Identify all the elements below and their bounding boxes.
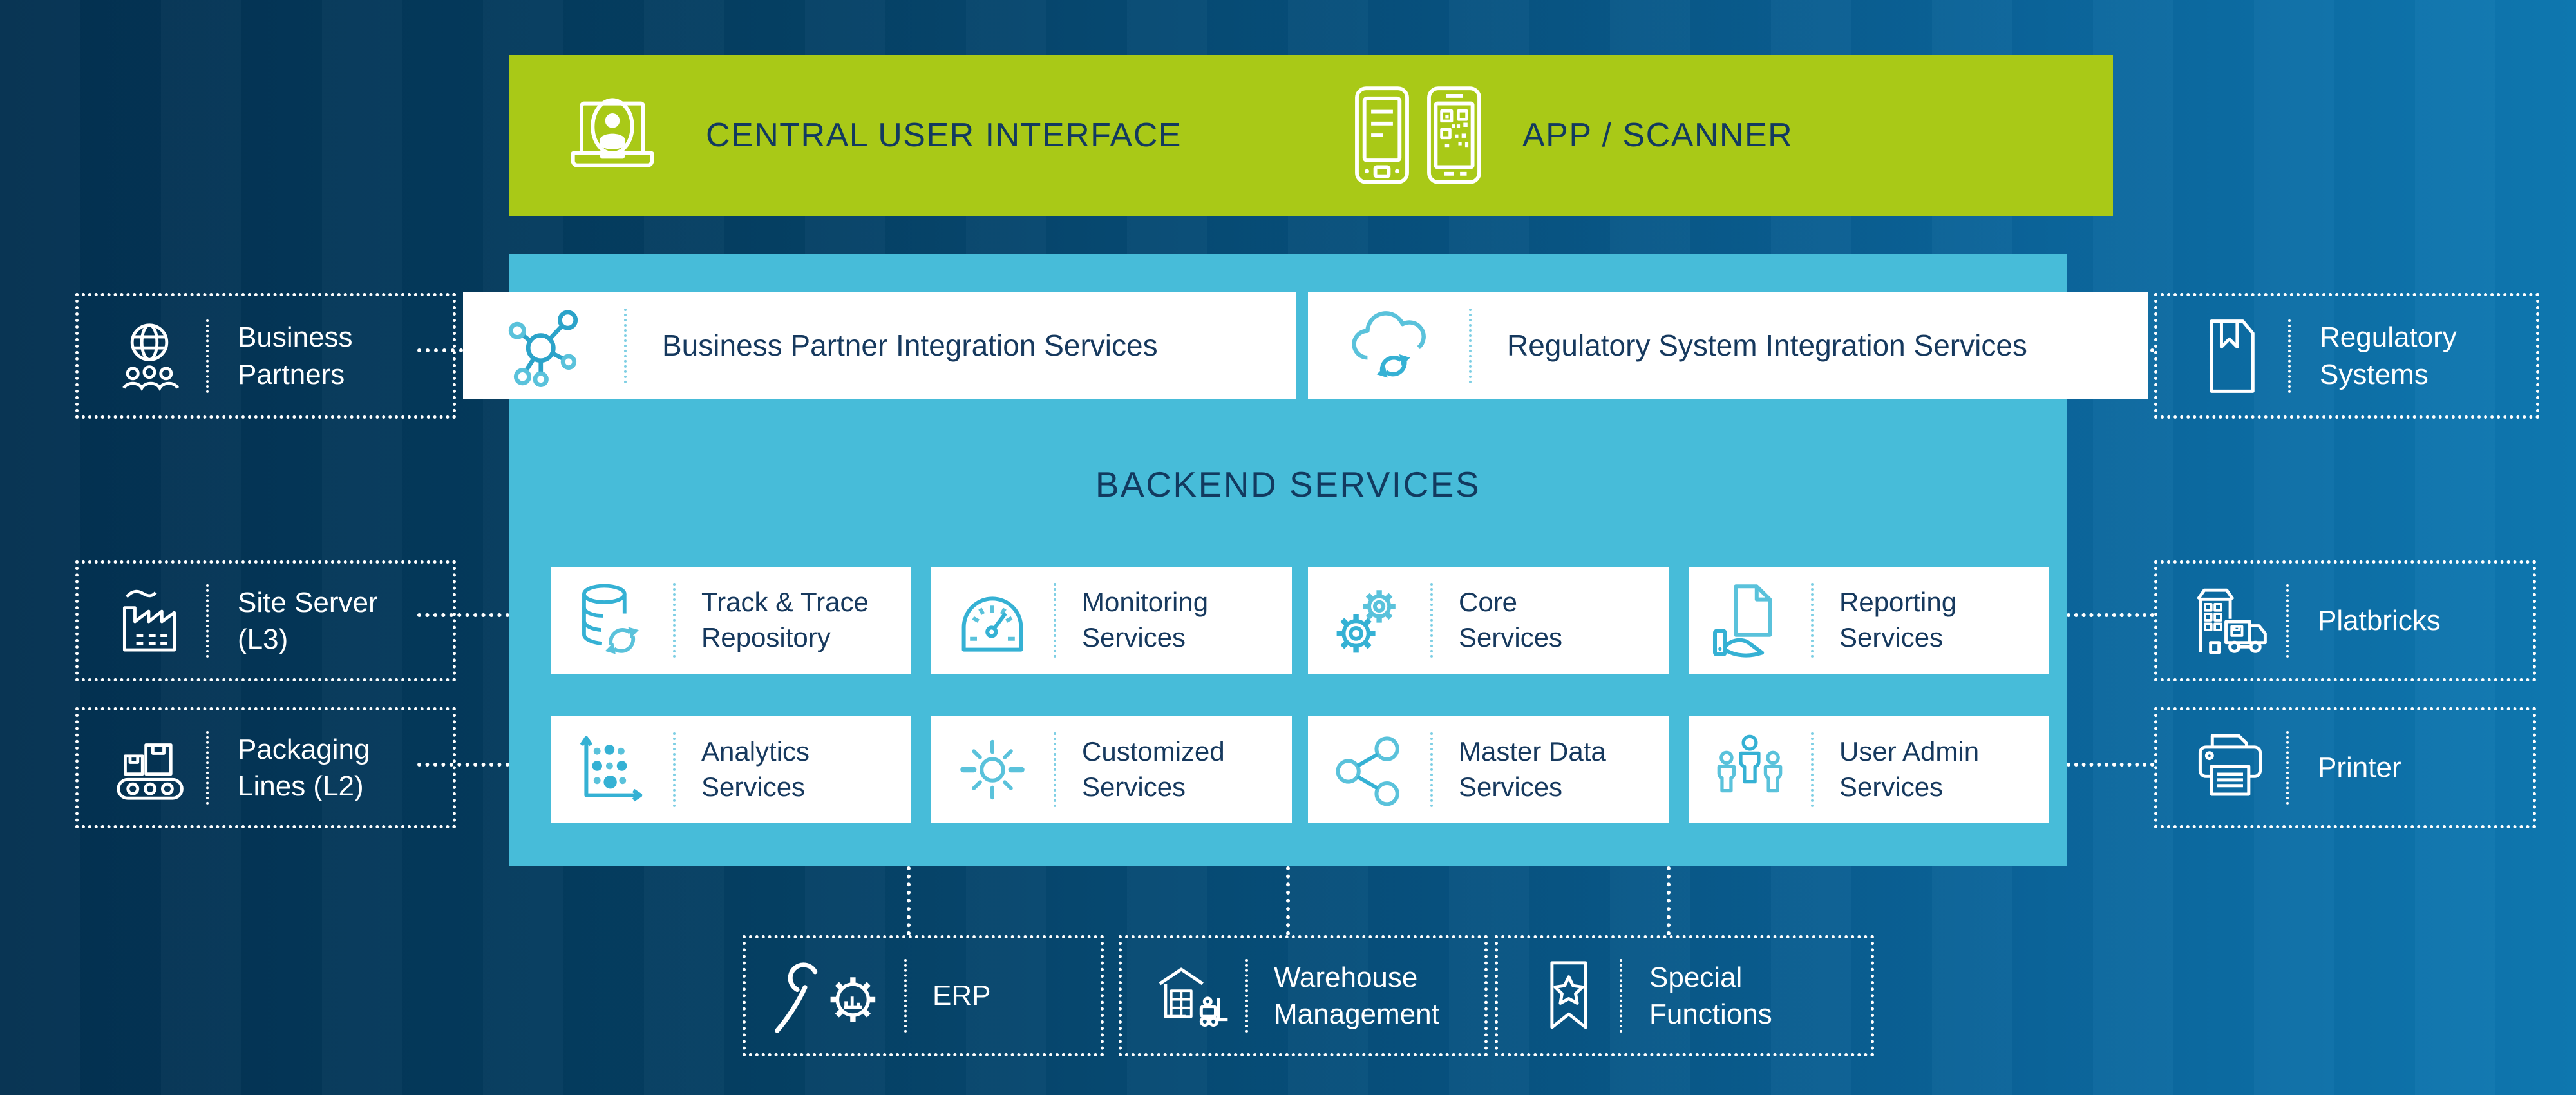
card-label: Customized Services <box>1082 736 1225 802</box>
site-server-box: Site Server (L3) <box>75 560 456 681</box>
warehouse-forklift-icon <box>1148 957 1231 1035</box>
regulatory-integration-card: Regulatory System Integration Services <box>1308 292 2148 399</box>
dotted-divider <box>1811 583 1814 658</box>
card-label: Reporting Services <box>1839 587 1957 652</box>
card-label: Business Partner Integration Services <box>662 328 1158 363</box>
platbricks-box: Platbricks <box>2154 560 2536 681</box>
banner-label: CENTRAL USER INTERFACE <box>706 117 1182 154</box>
box-label: Platbricks <box>2318 605 2441 637</box>
customized-services-card: Customized Services <box>931 716 1292 823</box>
connector-special-functions <box>1667 866 1671 935</box>
handheld-scanner-icon <box>1352 85 1412 186</box>
box-label: Special Functions <box>1649 961 1772 1030</box>
central-user-interface-banner: CENTRAL USER INTERFACE <box>509 55 1320 216</box>
connector-warehouse-management <box>1286 866 1290 935</box>
scatter-chart-icon <box>570 731 654 808</box>
box-label: Regulatory Systems <box>2320 321 2457 390</box>
dotted-divider <box>206 731 209 805</box>
globe-users-icon <box>111 318 188 394</box>
smartphone-qr-icon <box>1425 85 1484 186</box>
gauge-icon <box>951 582 1034 659</box>
box-label: Warehouse Management <box>1274 961 1439 1030</box>
packaging-lines-box: Packaging Lines (L2) <box>75 707 456 828</box>
cloud-sync-icon <box>1337 304 1443 388</box>
business-partner-integration-card: Business Partner Integration Services <box>463 292 1296 399</box>
sun-icon <box>951 731 1034 808</box>
dotted-divider <box>206 584 209 658</box>
conveyor-icon <box>111 730 188 806</box>
dotted-divider <box>2288 319 2291 393</box>
dotted-divider <box>1469 309 1472 383</box>
connector-business-partners <box>417 348 463 352</box>
monitoring-services-card: Monitoring Services <box>931 567 1292 674</box>
ribbon-star-icon <box>1533 956 1604 1036</box>
dotted-divider <box>673 732 676 807</box>
laptop-user-icon <box>561 87 664 184</box>
building-truck-icon <box>2190 582 2270 660</box>
box-label: Business Partners <box>238 321 353 390</box>
master-data-services-card: Master Data Services <box>1308 716 1669 823</box>
core-services-card: Core Services <box>1308 567 1669 674</box>
dotted-divider <box>904 959 907 1033</box>
dotted-divider <box>206 319 209 393</box>
connector-site-server <box>417 613 509 617</box>
dotted-divider <box>1245 959 1248 1033</box>
regulatory-systems-box: Regulatory Systems <box>2154 293 2539 419</box>
card-label: Regulatory System Integration Services <box>1507 328 2027 363</box>
erp-box: ERP <box>743 935 1104 1056</box>
analytics-services-card: Analytics Services <box>551 716 911 823</box>
box-label: Printer <box>2318 752 2401 784</box>
dotted-divider <box>2286 584 2289 658</box>
dotted-divider <box>624 309 627 383</box>
connector-erp <box>907 866 911 935</box>
box-label: Packaging Lines (L2) <box>238 733 370 802</box>
connector-platbricks <box>2067 613 2154 617</box>
connector-printer <box>2067 763 2154 766</box>
banner-label: APP / SCANNER <box>1522 117 1794 154</box>
dotted-divider <box>1054 732 1056 807</box>
dotted-divider <box>1430 583 1433 658</box>
network-nodes-icon <box>492 303 598 390</box>
dotted-divider <box>2286 731 2289 805</box>
card-label: Analytics Services <box>701 736 810 802</box>
dotted-divider <box>1811 732 1814 807</box>
wrench-gear-icon <box>764 953 893 1038</box>
warehouse-management-box: Warehouse Management <box>1119 935 1488 1056</box>
gears-icon <box>1327 582 1411 659</box>
box-label: ERP <box>933 980 991 1012</box>
database-sync-icon <box>570 579 654 662</box>
card-label: User Admin Services <box>1839 736 1980 802</box>
box-label: Site Server (L3) <box>238 586 378 655</box>
card-label: Master Data Services <box>1459 736 1606 802</box>
document-bookmark-icon <box>2193 317 2270 395</box>
dotted-divider <box>1430 732 1433 807</box>
document-hand-icon <box>1708 582 1792 659</box>
card-label: Core Services <box>1459 587 1563 652</box>
connector-packaging-lines <box>417 763 509 766</box>
dotted-divider <box>1054 583 1056 658</box>
printer-box: Printer <box>2154 707 2536 828</box>
share-nodes-icon <box>1327 731 1411 808</box>
card-label: Track & Trace Repository <box>701 587 869 652</box>
printer-icon <box>2190 728 2270 807</box>
dotted-divider <box>1620 959 1622 1033</box>
app-scanner-banner: APP / SCANNER <box>1306 55 2113 216</box>
users-group-icon <box>1708 732 1792 808</box>
factory-icon <box>111 583 188 659</box>
business-partners-box: Business Partners <box>75 293 456 419</box>
card-label: Monitoring Services <box>1082 587 1209 652</box>
special-functions-box: Special Functions <box>1495 935 1874 1056</box>
reporting-services-card: Reporting Services <box>1689 567 2049 674</box>
user-admin-services-card: User Admin Services <box>1689 716 2049 823</box>
backend-services-title: BACKEND SERVICES <box>1095 464 1481 504</box>
dotted-divider <box>673 583 676 658</box>
track-trace-repository-card: Track & Trace Repository <box>551 567 911 674</box>
